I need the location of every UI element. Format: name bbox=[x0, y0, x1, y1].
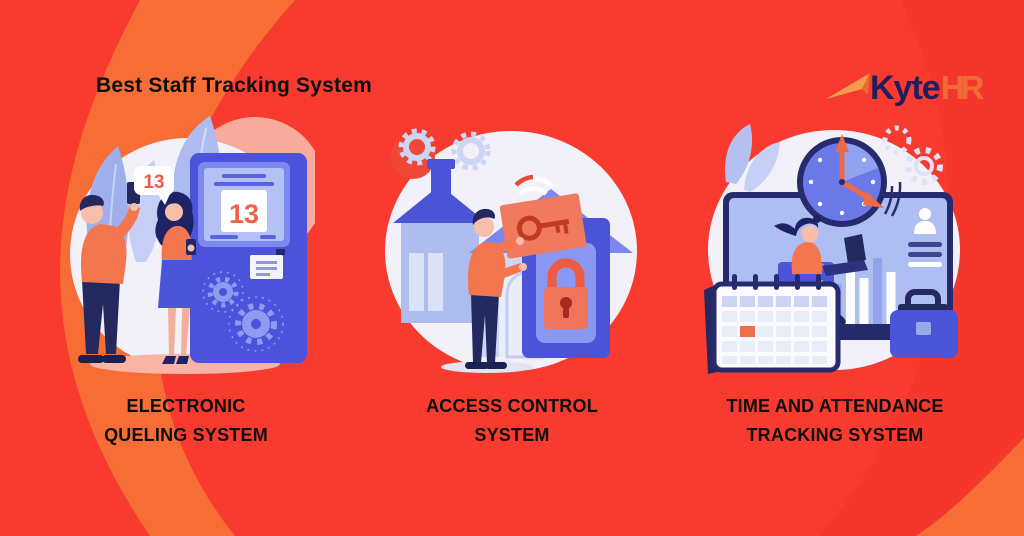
caption-line: SYSTEM bbox=[474, 425, 550, 445]
queue-number-bubble: 13 bbox=[134, 166, 174, 205]
logo: Kyte HR bbox=[824, 62, 1014, 114]
gear-icon bbox=[882, 125, 943, 185]
electronic-queuing-illustration: 13 bbox=[70, 116, 315, 374]
caption-electronic-queuing: ELECTRONIC QUELING SYSTEM bbox=[66, 392, 306, 450]
briefcase bbox=[890, 289, 958, 358]
calendar bbox=[704, 274, 841, 374]
highlighted-day bbox=[740, 326, 755, 337]
woman-with-phone bbox=[155, 191, 200, 364]
man-with-phone bbox=[78, 182, 140, 363]
logo-arrow-icon bbox=[826, 73, 870, 99]
swoosh-arc bbox=[60, 0, 295, 536]
caption-line: TRACKING SYSTEM bbox=[746, 425, 924, 445]
time-attendance-illustration bbox=[704, 124, 960, 374]
dark-red-shade bbox=[820, 0, 1024, 536]
caption-line: ELECTRONIC bbox=[126, 396, 246, 416]
padlock-icon bbox=[544, 258, 588, 329]
corner-swoosh bbox=[916, 438, 1024, 536]
gear-icon bbox=[228, 296, 284, 352]
laptop bbox=[822, 234, 868, 276]
gear-icon bbox=[398, 128, 436, 166]
queue-ticket: 13 bbox=[221, 190, 267, 232]
caption-access-control: ACCESS CONTROL SYSTEM bbox=[392, 392, 632, 450]
ticket-kiosk: 13 bbox=[190, 153, 307, 363]
bubble-number: 13 bbox=[143, 172, 164, 193]
ticket-number: 13 bbox=[229, 199, 259, 229]
gear-icon bbox=[202, 271, 244, 313]
access-control-illustration bbox=[385, 128, 637, 373]
calendar-grid bbox=[722, 296, 827, 364]
ticket-printer bbox=[250, 249, 285, 279]
caption-line: TIME AND ATTENDANCE bbox=[726, 396, 944, 416]
man-with-card bbox=[441, 208, 533, 373]
page-title: Best Staff Tracking System bbox=[96, 74, 372, 97]
caption-time-attendance: TIME AND ATTENDANCE TRACKING SYSTEM bbox=[695, 392, 975, 450]
logo-suffix: HR bbox=[940, 69, 985, 106]
profile-avatar-icon bbox=[908, 208, 942, 267]
logo-brand: Kyte bbox=[870, 68, 941, 107]
leaves bbox=[725, 124, 780, 192]
caption-line: QUELING SYSTEM bbox=[104, 425, 268, 445]
caption-line: ACCESS CONTROL bbox=[426, 396, 598, 416]
gear-icon bbox=[451, 131, 491, 171]
clock bbox=[797, 134, 902, 227]
